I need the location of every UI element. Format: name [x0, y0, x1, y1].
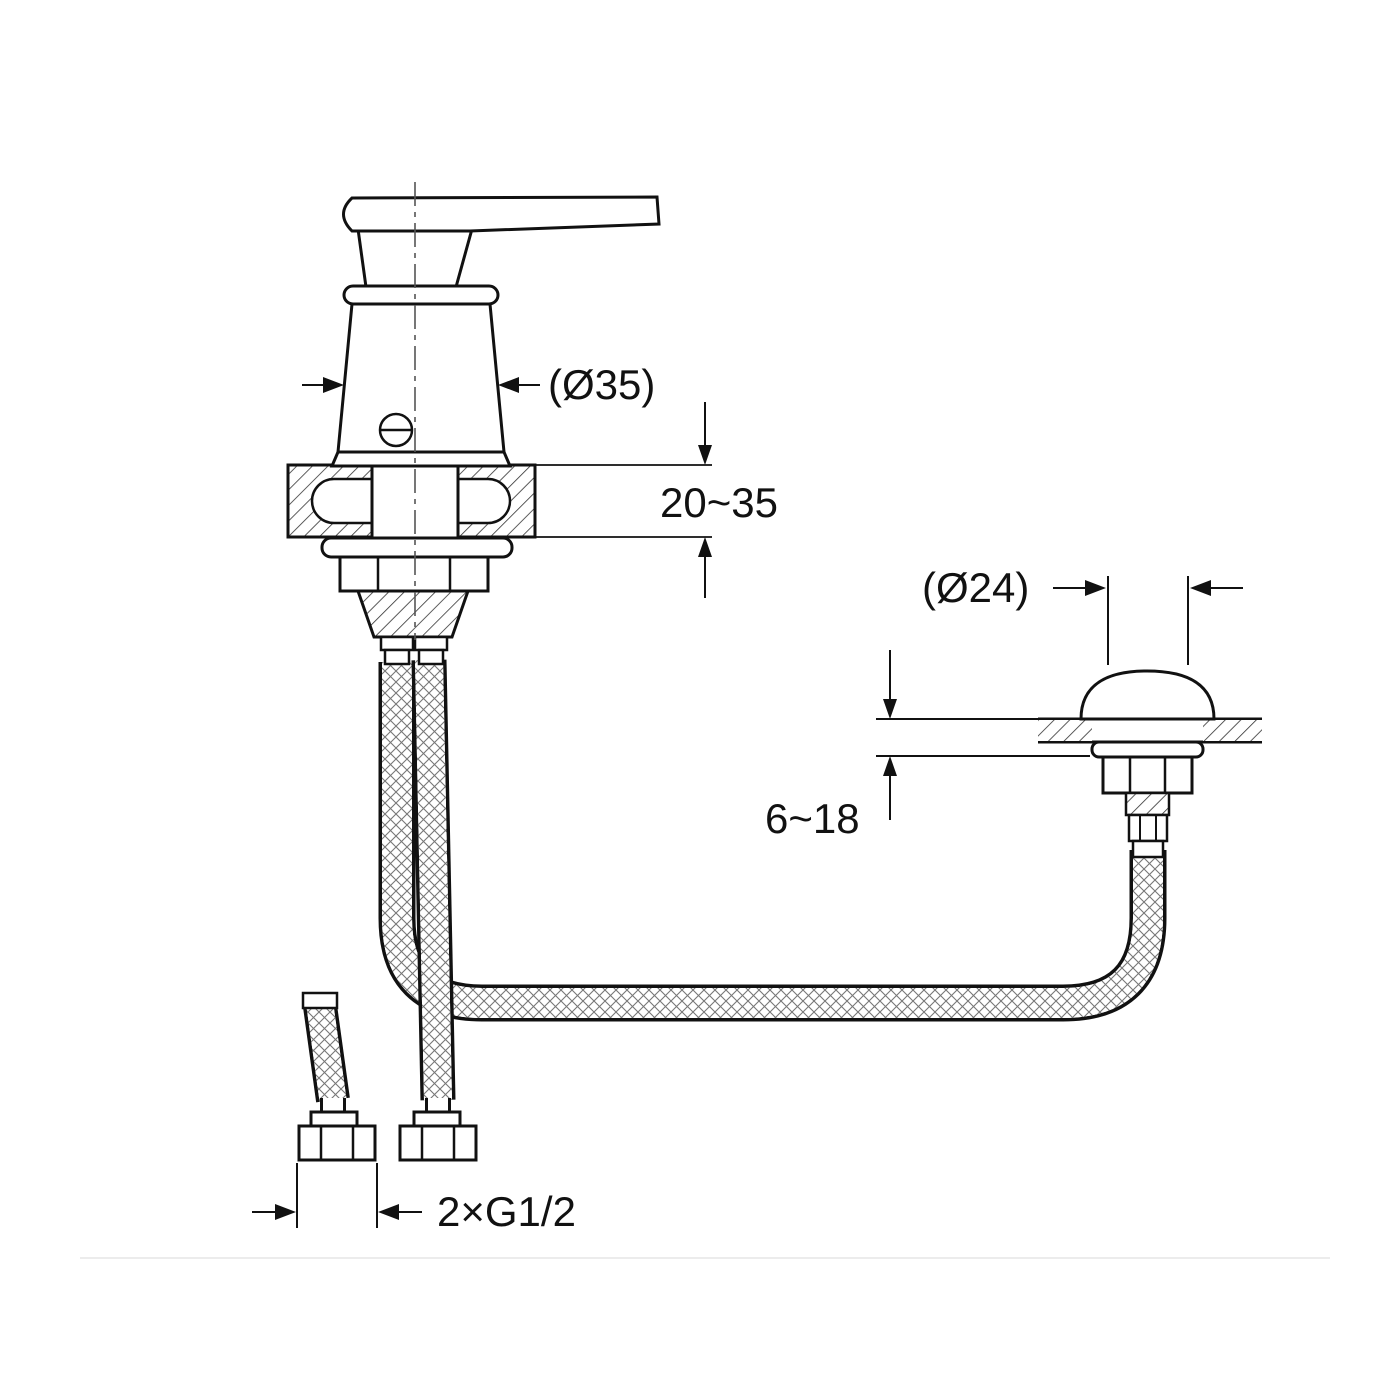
dim-label-body-diameter: (Ø35) — [548, 361, 655, 408]
dim-label-waste-diameter: (Ø24) — [922, 564, 1029, 611]
dimension-hose-thread: 2×G1/2 — [252, 1163, 576, 1235]
short-hose — [306, 1004, 347, 1102]
waste-dome-cap — [1079, 669, 1216, 721]
right-nut-body — [398, 1124, 478, 1162]
left-hose-fitting — [379, 635, 415, 652]
long-braided-hose — [382, 662, 1163, 1018]
dim-label-hose-thread: 2×G1/2 — [437, 1188, 576, 1235]
waste-fitting — [1127, 813, 1169, 843]
right-hose-fitting — [413, 635, 449, 652]
waste-nut — [1101, 755, 1194, 795]
left-nut-body — [297, 1124, 377, 1162]
pop-up-waste-unit — [1038, 669, 1262, 859]
cartridge-cap — [342, 284, 500, 306]
supply-hoses — [301, 659, 1167, 1128]
deck-cross-section — [286, 463, 712, 539]
dimension-waste-deck-thickness: 6~18 — [765, 650, 1090, 842]
base-skirt — [329, 450, 513, 468]
lock-nut — [338, 555, 490, 593]
dim-label-waste-deck-thickness: 6~18 — [765, 795, 860, 842]
faucet-body — [336, 302, 506, 454]
dimension-deck-thickness: 20~35 — [660, 402, 778, 598]
waste-hose-collar — [1131, 839, 1165, 859]
waste-threaded-stem — [1124, 791, 1171, 817]
left-nut-collar — [309, 1110, 359, 1128]
lever-handle — [342, 195, 661, 233]
straight-hose — [415, 659, 452, 1101]
right-nut-collar — [412, 1110, 462, 1128]
hose-end-cap — [301, 991, 339, 1010]
washer-plate — [320, 536, 514, 559]
hose-connection-nuts — [297, 1110, 478, 1162]
faucet-assembly — [329, 195, 661, 468]
dimension-body-diameter: (Ø35) — [302, 361, 655, 408]
mounting-hardware — [320, 536, 514, 666]
dim-label-deck-thickness: 20~35 — [660, 479, 778, 526]
waste-flange — [1090, 740, 1205, 759]
dimension-waste-diameter: (Ø24) — [922, 564, 1243, 665]
dimension-annotations: (Ø35) 20~35 (Ø24) 6~18 — [252, 361, 1243, 1235]
threaded-shank — [355, 589, 471, 639]
